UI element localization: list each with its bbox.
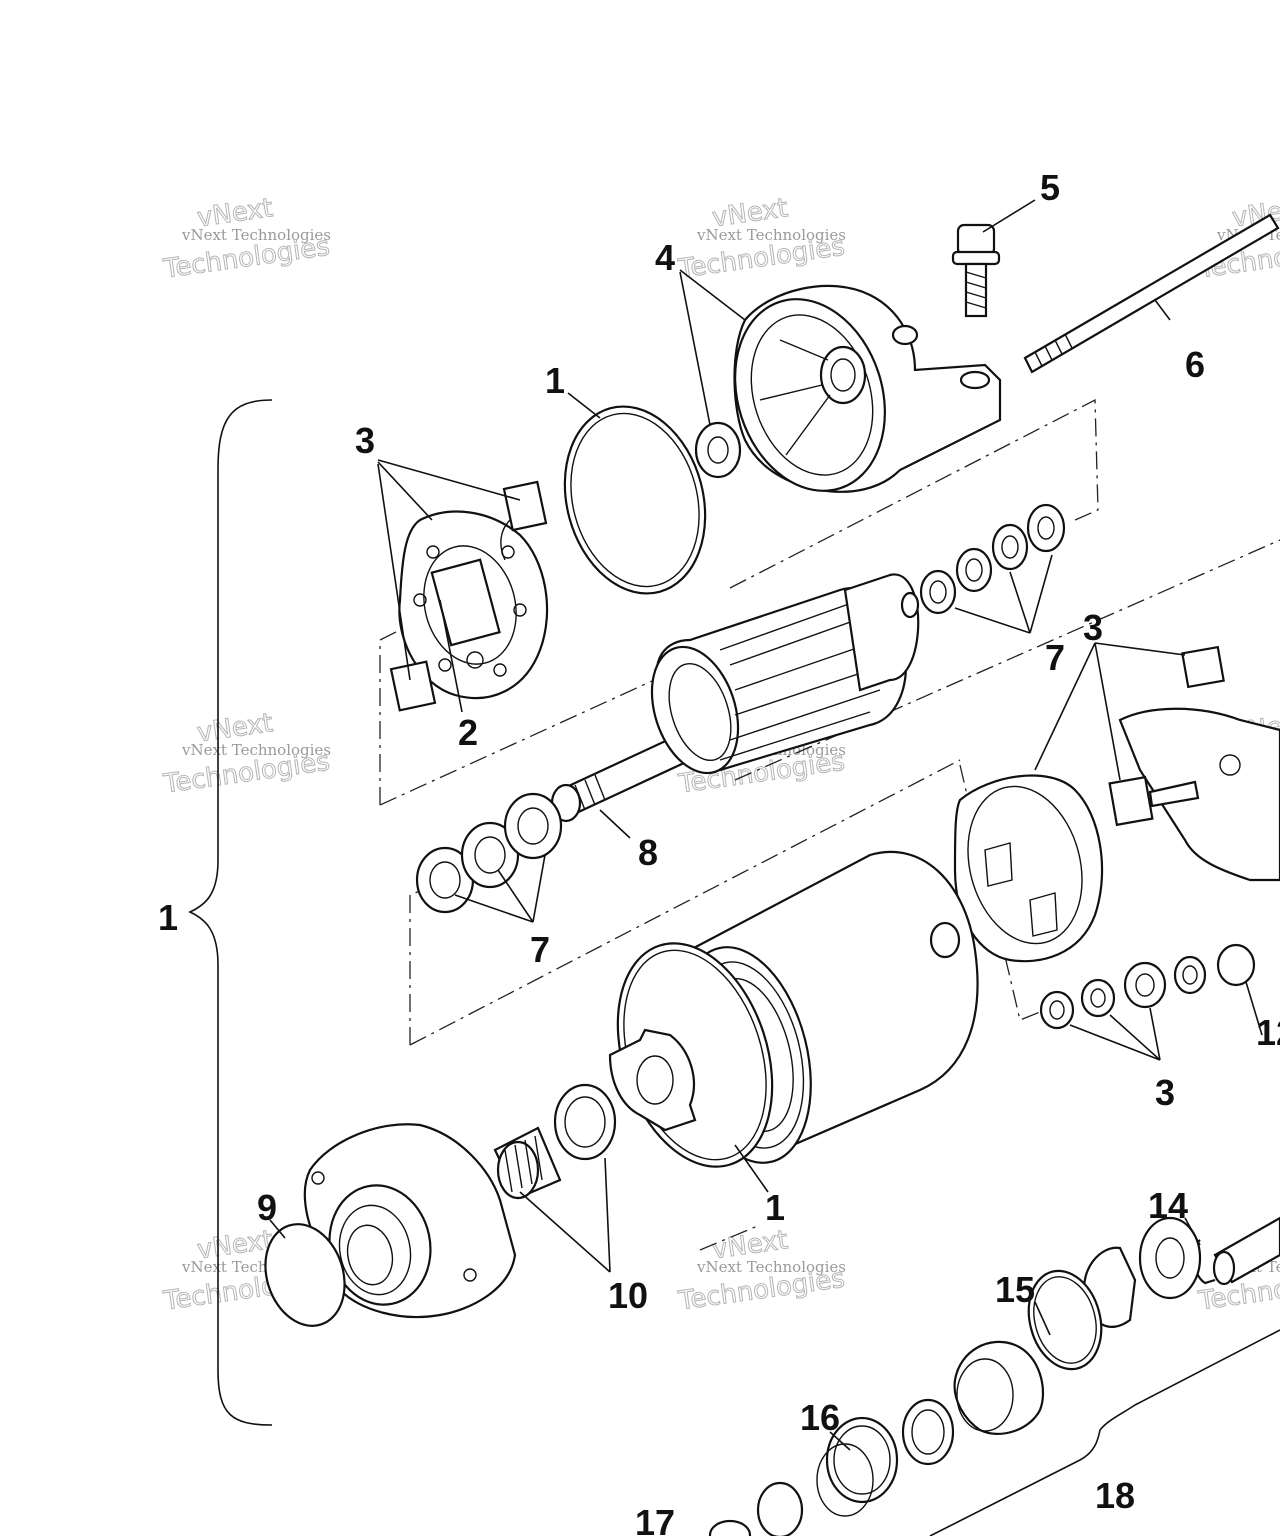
callout-7-right: 7: [1045, 637, 1065, 678]
brush-holder-part: [1108, 645, 1280, 882]
bolt-part: [951, 223, 1001, 318]
washer-stack-lower: [1039, 943, 1256, 1030]
drive-end-housing-part: [303, 1123, 517, 1319]
callout-10: 10: [608, 1275, 648, 1316]
callout-labels: 5 4 1 6 3 2 7 3 8 1 7 3 12 9 1 14 10 15 …: [158, 167, 1280, 1536]
callout-1-bracket: 1: [158, 897, 178, 938]
callout-8: 8: [638, 832, 658, 873]
washer-stack-right: [919, 503, 1066, 615]
callout-15: 15: [995, 1269, 1035, 1310]
callout-14: 14: [1148, 1185, 1188, 1226]
armature-part: [550, 573, 920, 823]
callout-5: 5: [1040, 167, 1060, 208]
brush-plate-part: [389, 480, 549, 712]
callout-3-right: 3: [1083, 607, 1103, 648]
watermark: vNext vNext Technologies Technologies: [676, 193, 848, 286]
drive-brace: [929, 1329, 1280, 1536]
end-cover-part: [733, 284, 1002, 493]
callout-18: 18: [1095, 1475, 1135, 1516]
watermark: vNext vNext Technologies Technologies: [676, 1225, 848, 1318]
callout-2: 2: [458, 712, 478, 753]
svg-text:vNext Technologies: vNext Technologies: [696, 226, 846, 244]
gasket-part: [264, 1223, 346, 1327]
callout-9: 9: [257, 1187, 277, 1228]
assembly-brace: [188, 399, 273, 1426]
magnet-sleeve-part: [953, 774, 1104, 963]
callout-1-bottom: 1: [765, 1187, 785, 1228]
bearing-set-part: [493, 1083, 617, 1200]
callout-1-top: 1: [545, 360, 565, 401]
svg-text:vNext Technologies: vNext Technologies: [696, 1258, 846, 1276]
callout-6: 6: [1185, 344, 1205, 385]
drive-assembly-part: [708, 1216, 1280, 1536]
leader-lines: [269, 199, 1263, 1451]
callout-7-left: 7: [530, 929, 550, 970]
callout-3-washers: 3: [1155, 1072, 1175, 1113]
o-ring-part: [563, 405, 707, 595]
callout-12: 12: [1256, 1012, 1280, 1053]
watermark: vNext vNext Technologies Technologies: [161, 193, 333, 286]
callout-4: 4: [655, 237, 675, 278]
through-bolt-part: [1023, 213, 1280, 374]
callout-17: 17: [635, 1502, 675, 1536]
washer-stack-left: [415, 792, 563, 914]
callout-3-left: 3: [355, 420, 375, 461]
watermark: vNext vNext Technologies Technologies: [161, 708, 333, 801]
callout-16: 16: [800, 1397, 840, 1438]
thrust-plate-part: [608, 1028, 697, 1132]
bushing-part: [694, 421, 742, 479]
svg-text:vNext Technologies: vNext Technologies: [181, 226, 331, 244]
